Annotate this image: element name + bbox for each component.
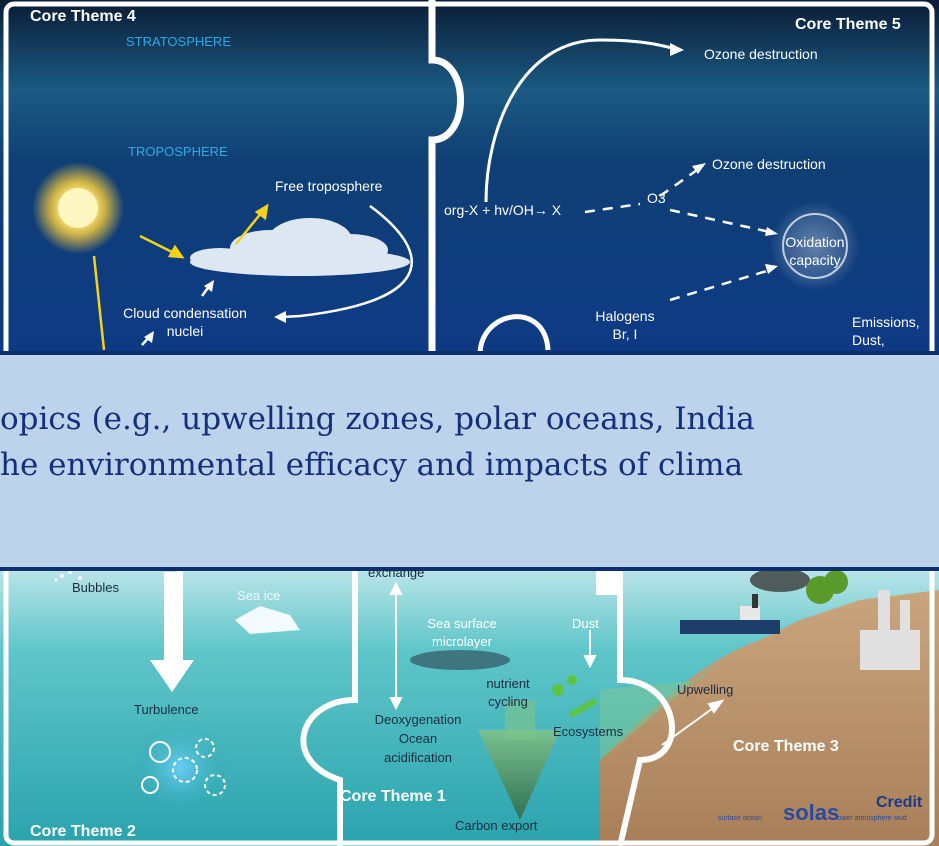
sea-surface-label-line1: Sea surface (427, 616, 497, 631)
o3-label: O3 (647, 190, 666, 206)
deoxygenation-label-line1: Deoxygenation (374, 712, 462, 727)
dust-label: Dust (572, 616, 599, 631)
emissions-label-line1: Emissions, (852, 314, 920, 330)
ozone-destruction-top-label: Ozone destruction (704, 46, 818, 62)
oxidation-label-line2: capacity (789, 252, 841, 268)
turbulence-label: Turbulence (134, 702, 199, 717)
sea-surface-label-line2: microlayer (432, 634, 492, 649)
banner-line-1: opics (e.g., upwelling zones, polar ocea… (0, 401, 755, 437)
reaction-label: org-X + hv/OH→ X (444, 202, 562, 218)
emissions-label-line2: Dust, (852, 332, 885, 348)
banner-line-2: he environmental efficacy and impacts of… (0, 447, 744, 483)
core-theme-5-label: Core Theme 5 (795, 16, 901, 33)
credit-label: Credit (876, 794, 923, 811)
stratosphere-label: STRATOSPHERE (126, 34, 231, 49)
core-theme-4-label: Core Theme 4 (30, 8, 136, 25)
lower-atmosphere-label: lower atmosphere stud (836, 815, 907, 822)
core-theme-2-label: Core Theme 2 (30, 823, 136, 840)
ecosystems-label: Ecosystems (553, 724, 624, 739)
bubbles-label: Bubbles (72, 580, 119, 595)
solas-logo: solas (783, 800, 840, 825)
troposphere-label: TROPOSPHERE (128, 144, 228, 159)
deoxygenation-label-line2: Ocean (398, 731, 438, 746)
ozone-destruction-mid-label: Ozone destruction (712, 156, 826, 172)
free-troposphere-label: Free troposphere (275, 178, 383, 194)
ccn-label-line1: Cloud condensation (123, 305, 247, 321)
halogens-label-line1: Halogens (595, 308, 655, 324)
nutrient-label-line2: cycling (488, 694, 528, 709)
deoxygenation-label-line3: acidification (384, 750, 452, 765)
upwelling-label: Upwelling (677, 682, 734, 697)
caption-banner: opics (e.g., upwelling zones, polar ocea… (0, 351, 939, 571)
carbon-export-label: Carbon export (455, 818, 538, 833)
core-theme-1-label: Core Theme 1 (340, 788, 446, 805)
oxidation-label-line1: Oxidation (785, 234, 845, 250)
halogens-label-line2: Br, I (612, 326, 638, 342)
nutrient-label-line1: nutrient (486, 676, 530, 691)
sea-ice-label: Sea ice (237, 588, 281, 603)
surface-ocean-label: surface ocean (718, 815, 762, 822)
core-theme-3-label: Core Theme 3 (733, 738, 839, 755)
ccn-label-line2: nuclei (166, 323, 204, 339)
exchange-label: exchange (368, 565, 425, 580)
